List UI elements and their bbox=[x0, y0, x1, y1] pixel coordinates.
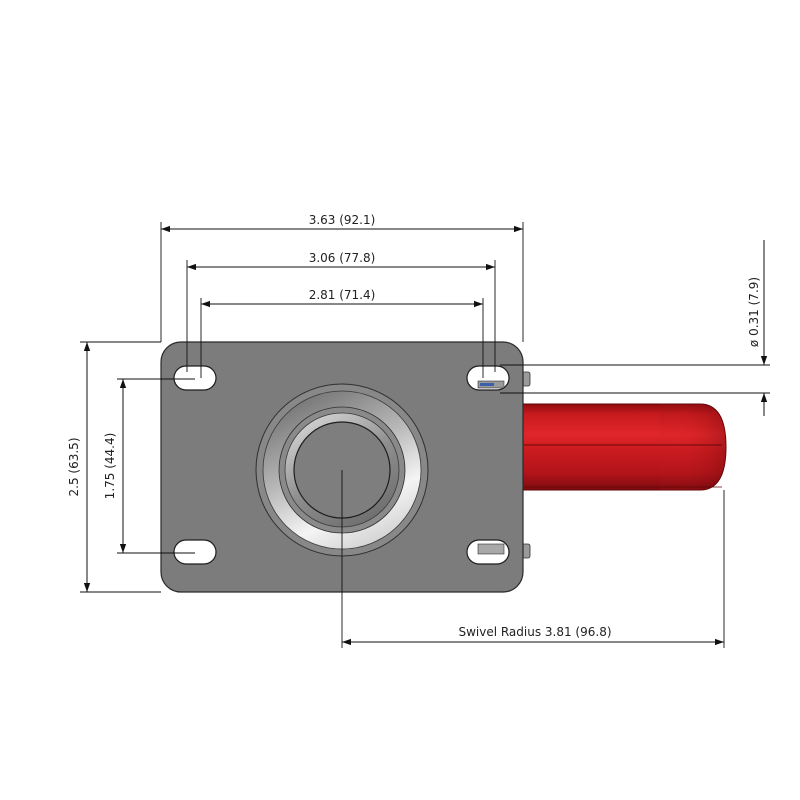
dimension-lines bbox=[83, 225, 768, 646]
hole-outer-spacing-label: 3.06 (77.8) bbox=[309, 251, 376, 265]
mounting-hole-top-left bbox=[173, 365, 217, 391]
swivel-radius-label: Swivel Radius 3.81 (96.8) bbox=[458, 625, 611, 639]
hole-vertical-spacing-label: 1.75 (44.4) bbox=[103, 433, 117, 500]
wheel bbox=[519, 403, 727, 491]
hole-inner-spacing-label: 2.81 (71.4) bbox=[309, 288, 376, 302]
overall-height-label: 2.5 (63.5) bbox=[67, 438, 81, 497]
hole-diameter-label: ø 0.31 (7.9) bbox=[747, 277, 761, 347]
mounting-hole-bottom-left bbox=[173, 539, 217, 565]
extension-lines bbox=[80, 222, 770, 648]
overall-width-label: 3.63 (92.1) bbox=[309, 213, 376, 227]
dimension-labels: 3.63 (92.1) 3.06 (77.8) 2.81 (71.4) 2.5 … bbox=[67, 212, 761, 639]
